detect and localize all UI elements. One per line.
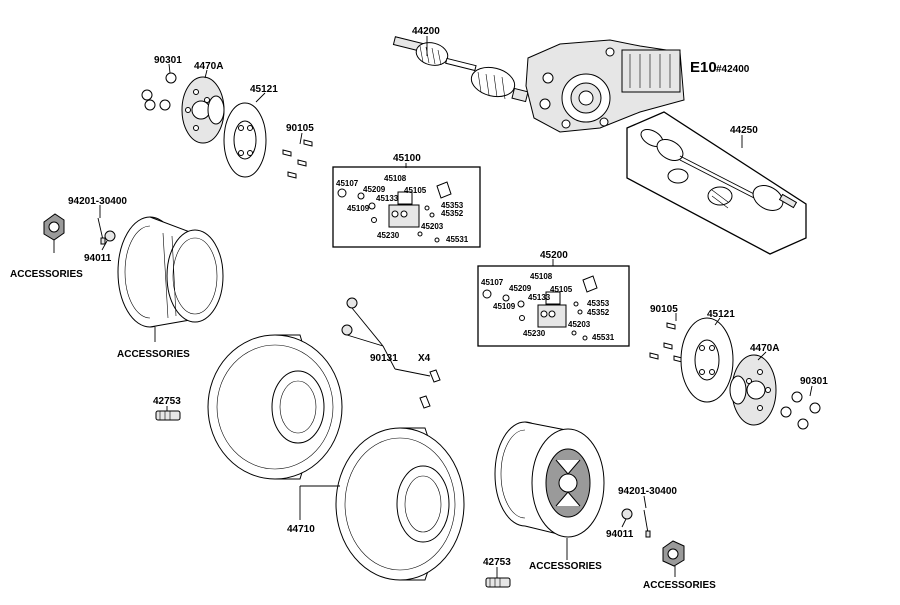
- label-acc-nut-right: ACCESSORIES: [643, 580, 716, 591]
- label-valve-left: 94201-30400: [68, 196, 127, 207]
- label-acc-nut-left: ACCESSORIES: [10, 269, 83, 280]
- label-caliper-left: 45100: [393, 153, 421, 164]
- right-caliper-labels: 45107 45108 45209 45105 45109 45133 4535…: [481, 272, 615, 342]
- leader-lines: [53, 36, 813, 578]
- right-cal-45531: 45531: [592, 333, 615, 342]
- label-cap-left: 94011: [84, 253, 112, 264]
- left-cal-45230: 45230: [377, 231, 400, 240]
- left-hub: [181, 76, 225, 144]
- left-lug-nuts: [141, 72, 177, 111]
- front-axle-shaft: [392, 36, 529, 103]
- group-ref: #42400: [716, 64, 750, 75]
- left-valve-cap: [104, 230, 116, 242]
- label-lug-qty: X4: [418, 353, 431, 364]
- right-cal-45209: 45209: [509, 284, 532, 293]
- left-cal-45353: 45353: [441, 201, 464, 210]
- label-acc-rim-left: ACCESSORIES: [117, 349, 190, 360]
- label-tire-tool-bottom: 42753: [483, 557, 511, 568]
- left-cal-45352: 45352: [441, 209, 464, 218]
- left-caliper-labels: 45107 45108 45209 45105 45109 45133 4535…: [336, 174, 469, 244]
- left-cal-45133: 45133: [376, 194, 399, 203]
- label-bolt-left: 90105: [286, 123, 314, 134]
- right-valve-stem: [643, 509, 651, 538]
- left-cal-45109: 45109: [347, 204, 370, 213]
- label-tires: 44710: [287, 524, 315, 535]
- rear-axle-shaft: [640, 128, 798, 211]
- label-lug: 90131: [370, 353, 398, 364]
- group-title: E10: [690, 59, 717, 76]
- left-rim: [117, 216, 224, 328]
- right-cal-45230: 45230: [523, 329, 546, 338]
- label-bolt-right: 90105: [650, 304, 678, 315]
- left-valve-stem: [97, 217, 106, 245]
- label-hub-right: 4470A: [750, 343, 779, 354]
- right-cal-45203: 45203: [568, 320, 591, 329]
- left-cal-45105: 45105: [404, 186, 427, 195]
- left-cal-45108: 45108: [384, 174, 407, 183]
- label-valve-right: 94201-30400: [618, 486, 677, 497]
- left-disc-bolts: [282, 139, 313, 179]
- left-cal-45107: 45107: [336, 179, 359, 188]
- right-cal-45353: 45353: [587, 299, 610, 308]
- right-tire: [335, 427, 465, 581]
- right-lug-nuts: [780, 391, 821, 430]
- label-cap-right: 94011: [606, 529, 634, 540]
- label-nut-left: 90301: [154, 55, 182, 66]
- right-cal-45109: 45109: [493, 302, 516, 311]
- left-cal-45203: 45203: [421, 222, 444, 231]
- right-cal-45108: 45108: [530, 272, 553, 281]
- left-cal-45209: 45209: [363, 185, 386, 194]
- tire-tool-top: [155, 410, 181, 421]
- label-axle-front: 44200: [412, 26, 440, 37]
- right-rim-nut: [662, 540, 685, 567]
- right-cal-45133: 45133: [528, 293, 551, 302]
- right-rim: [494, 421, 605, 538]
- right-cal-45352: 45352: [587, 308, 610, 317]
- label-tire-tool-top: 42753: [153, 396, 181, 407]
- right-caliper: [482, 275, 598, 341]
- label-acc-rim-right: ACCESSORIES: [529, 561, 602, 572]
- label-nut-right: 90301: [800, 376, 828, 387]
- label-disc-right: 45121: [707, 309, 735, 320]
- right-disc-bolts: [649, 322, 683, 363]
- left-cal-45531: 45531: [446, 235, 469, 244]
- tire-tool-bottom: [485, 577, 511, 588]
- part-labels: E10 #42400 44200 44250 90301 4470A 45121…: [10, 26, 828, 591]
- differential-housing: [525, 39, 685, 133]
- right-brake-disc: [680, 317, 734, 403]
- lug-bolts: [341, 297, 441, 409]
- right-valve-cap: [621, 508, 633, 520]
- left-brake-disc: [223, 102, 267, 178]
- label-hub-left: 4470A: [194, 61, 223, 72]
- label-axle-rear: 44250: [730, 125, 758, 136]
- left-rim-nut: [43, 213, 65, 241]
- right-cal-45107: 45107: [481, 278, 504, 287]
- left-tire: [207, 334, 343, 480]
- label-disc-left: 45121: [250, 84, 278, 95]
- label-caliper-right: 45200: [540, 250, 568, 261]
- left-caliper: [337, 181, 452, 243]
- right-hub: [729, 354, 777, 426]
- right-cal-45105: 45105: [550, 285, 573, 294]
